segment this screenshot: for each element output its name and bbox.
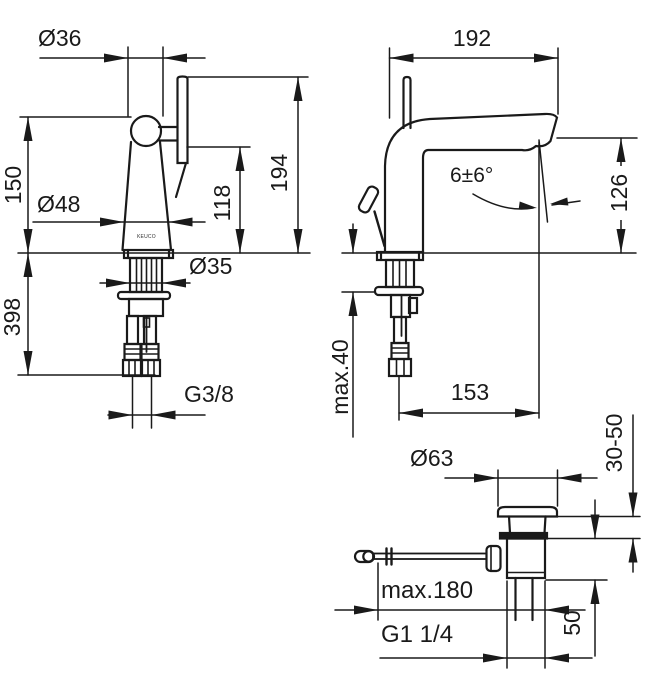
dim-label-diameter-36: Ø36: [38, 25, 82, 51]
dim-label-diameter-63: Ø63: [410, 445, 454, 471]
dim-label-height-118: 118: [208, 184, 235, 222]
drain-assembly-outline: [353, 505, 559, 622]
brand-logo: KEUCO: [137, 234, 156, 240]
dim-label-height-50: 50: [558, 610, 585, 636]
dim-label-max-40: max.40: [326, 339, 353, 415]
dim-label-spout-angle: 6±6°: [450, 164, 494, 187]
dim-label-width-192: 192: [452, 25, 492, 51]
dim-label-thread-g38: G3/8: [184, 381, 234, 407]
dim-label-thread-g114: G1 1/4: [381, 621, 454, 648]
side-view-dimension-lines: [341, 47, 638, 438]
dim-label-height-194: 194: [265, 153, 292, 193]
dim-label-range-30-50: 30-50: [600, 413, 627, 473]
side-view-dimension-arrows: [348, 53, 626, 418]
dim-label-max-180: max.180: [381, 577, 474, 604]
drain-view-dimension-arrows: [354, 473, 638, 663]
dim-label-height-150: 150: [0, 165, 26, 205]
front-view-faucet-outline: [116, 75, 189, 378]
side-view-faucet-outline: [357, 75, 559, 378]
front-view-dimension-lines: [17, 46, 311, 429]
dim-label-height-398: 398: [0, 297, 25, 337]
dim-label-width-153: 153: [450, 379, 490, 405]
dim-label-diameter-48: Ø48: [37, 191, 81, 217]
dim-label-height-126: 126: [606, 166, 632, 220]
front-view-dimension-arrows: [23, 53, 303, 420]
dim-label-diameter-35: Ø35: [189, 253, 233, 279]
